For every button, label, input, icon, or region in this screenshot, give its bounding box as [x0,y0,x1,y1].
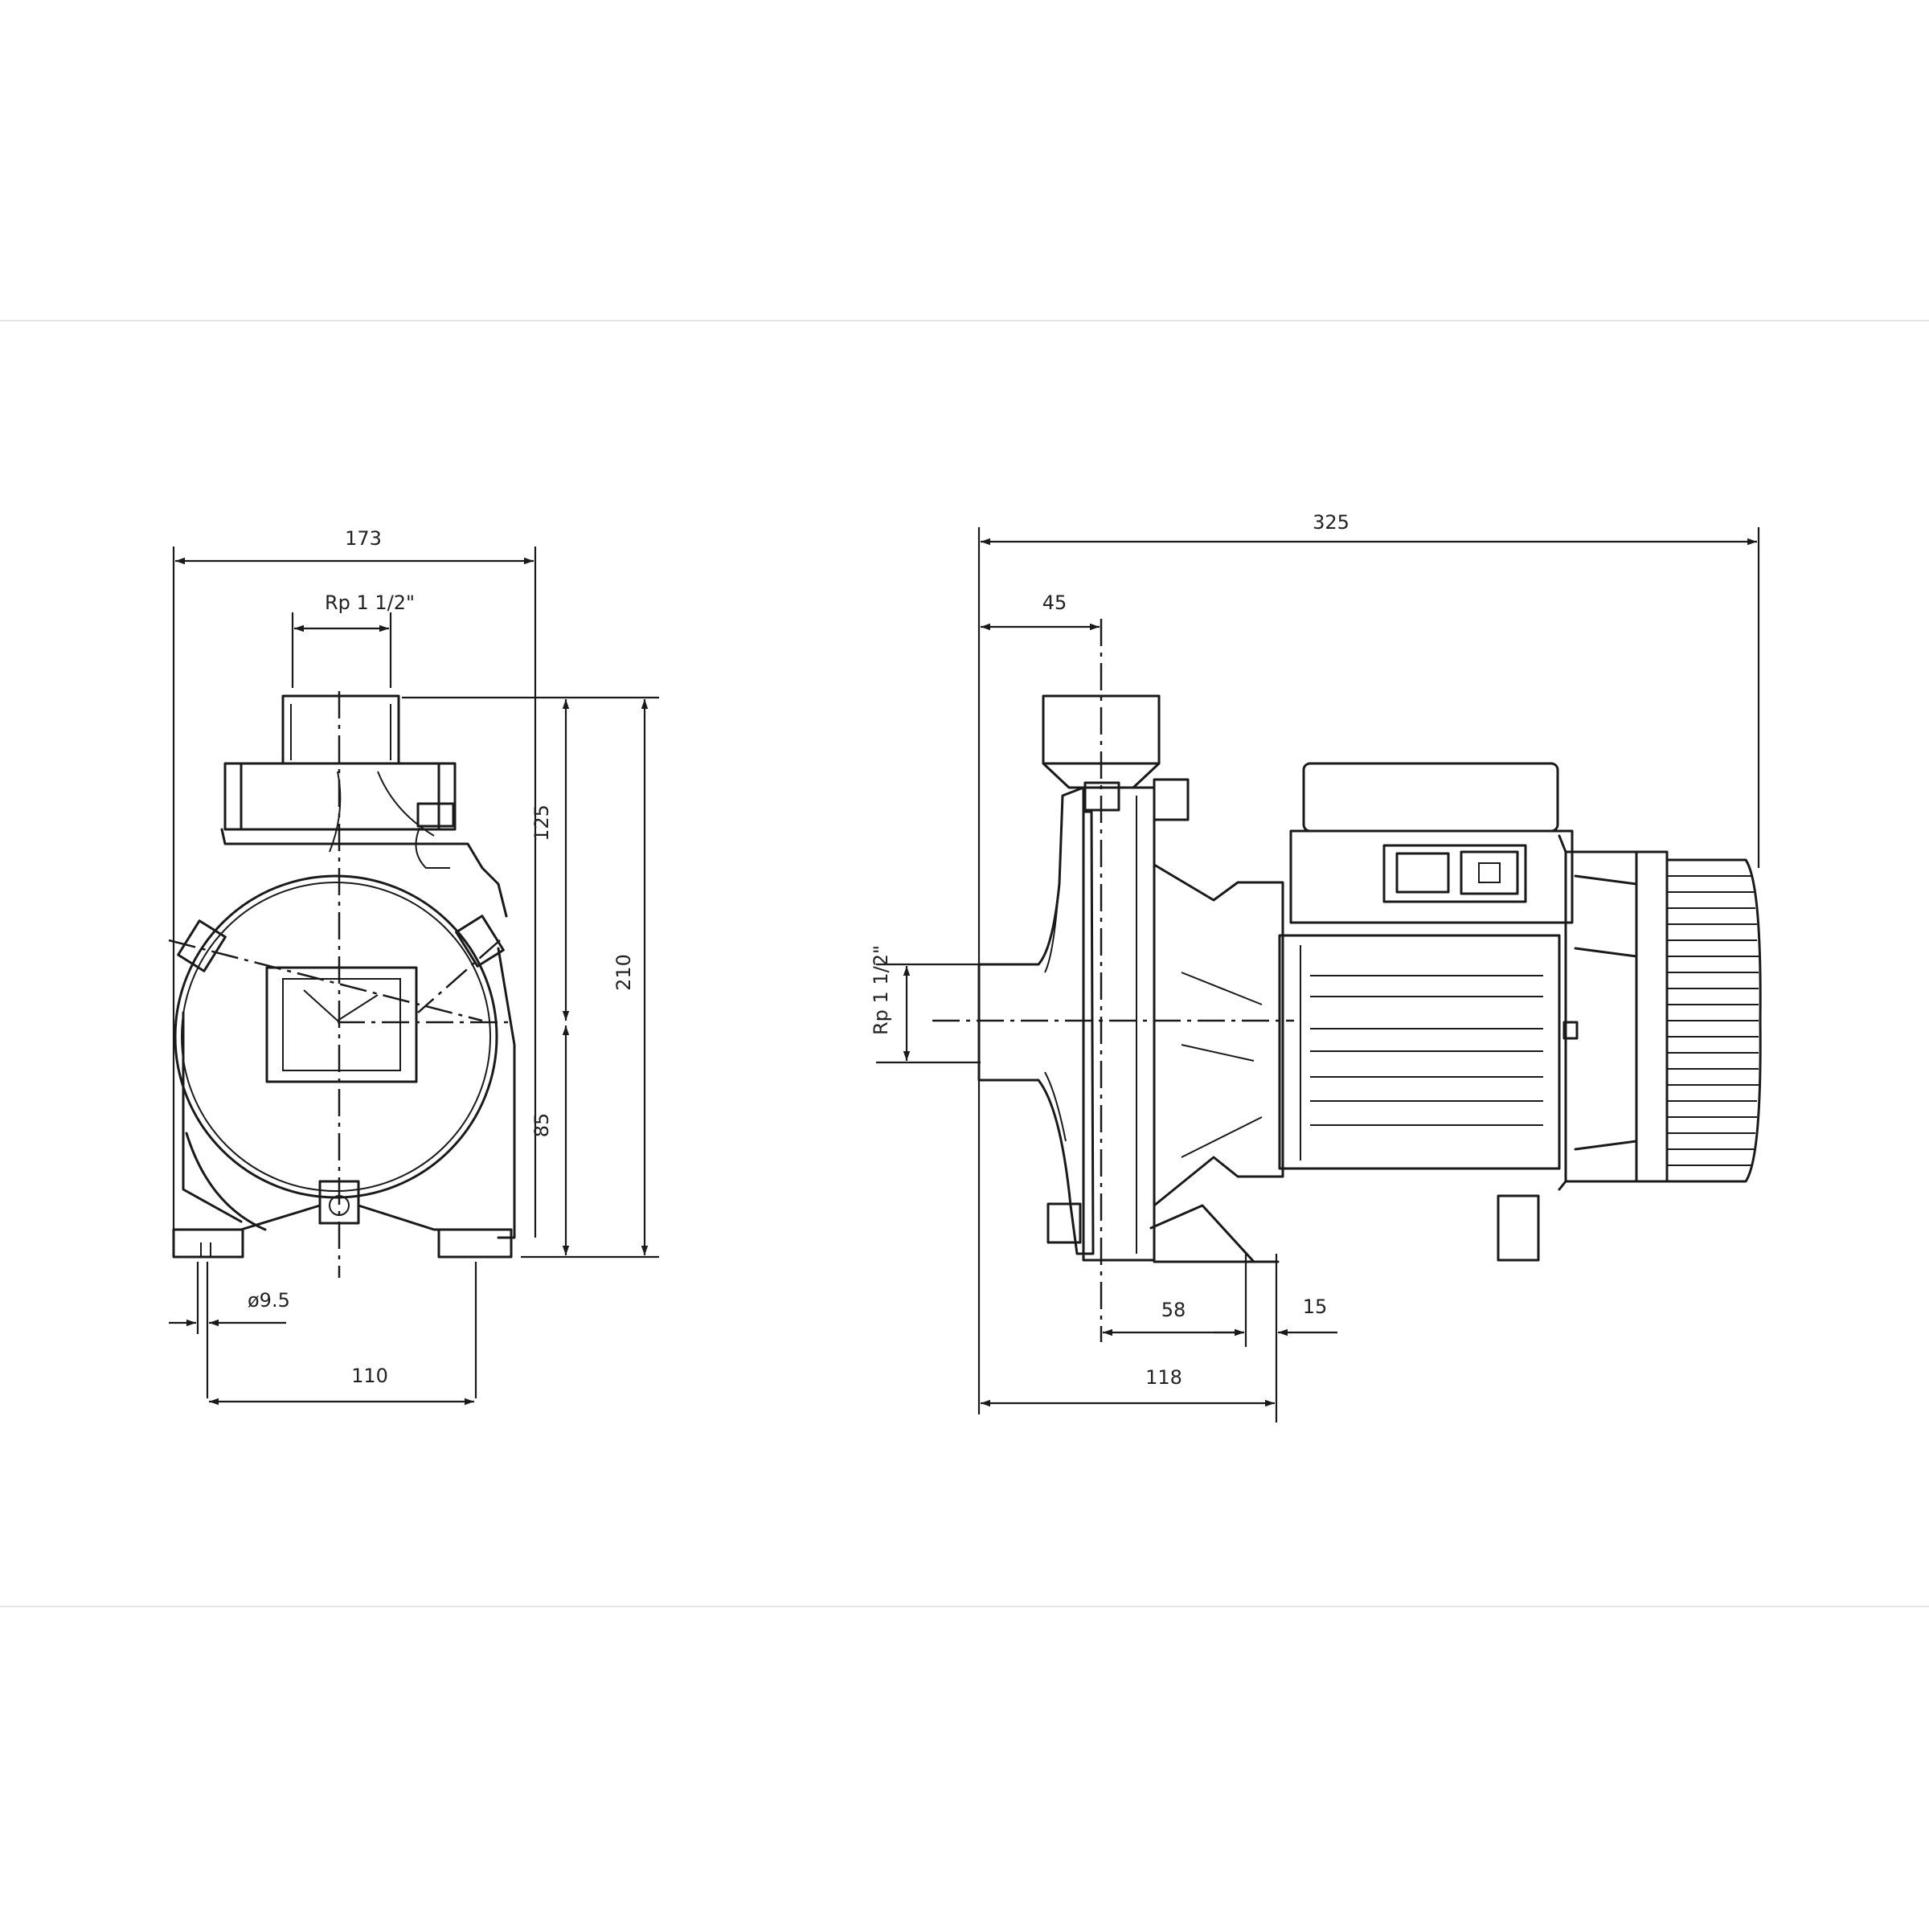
dim-side-front-foot: 118 [1145,1366,1182,1389]
side-motor-rear [1558,834,1567,1191]
front-outlet-fitting [281,694,400,765]
dim-front-width: 173 [345,527,382,550]
side-bottom-bolt [1046,1202,1082,1244]
dim-side-foot: 15 [1303,1296,1328,1318]
side-indicator [1460,850,1519,895]
front-inlet-square [265,966,418,1083]
side-control-panel [1382,844,1527,903]
bottom-divider [0,1606,1929,1607]
side-view: 325 45 Rp 1 1/2" 58 15 118 [870,511,1762,1422]
side-motor-body [1278,934,1561,1170]
front-foot-right [437,1228,513,1259]
dim-front-port: Rp 1 1/2" [325,591,415,614]
front-volute-outer [174,874,498,1199]
front-feet-links [172,1204,513,1231]
side-switch [1395,852,1450,894]
side-fan-cover [1665,858,1762,1183]
side-base-foot [1149,1204,1280,1263]
side-bearing-housing [1153,863,1284,1207]
dim-side-port: Rp 1 1/2" [870,945,892,1035]
front-view: 173 Rp 1 1/2" 125 85 210 ø9.5 110 [168,527,659,1406]
side-priming-plug [1153,778,1190,821]
side-rear-foot [1497,1194,1540,1262]
side-pump-casing [977,786,1095,1255]
dim-front-feet: 110 [351,1365,388,1387]
dim-front-hole: ø9.5 [248,1289,290,1312]
side-terminal-cover [1302,762,1559,833]
dim-side-center-foot: 58 [1161,1299,1186,1321]
front-priming-plug [416,802,455,828]
dim-front-upper: 125 [530,804,553,841]
dim-front-lower: 85 [530,1113,553,1138]
dim-side-length: 325 [1313,511,1349,534]
dim-front-total: 210 [612,954,635,991]
top-divider [0,320,1929,321]
front-upper-housing [223,762,457,831]
front-bolt-right [455,915,505,968]
front-foot-left [172,1228,244,1259]
dim-side-inlet: 45 [1042,591,1067,614]
front-bolt-left [177,919,227,972]
